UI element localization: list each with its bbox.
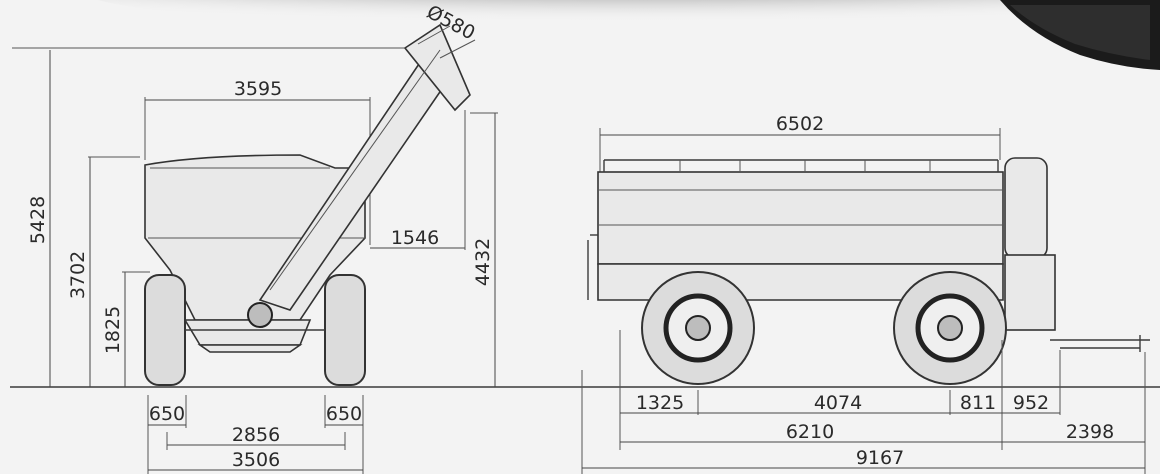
dim-auger-height: 4432	[472, 238, 494, 286]
dim-tyre-left: 650	[149, 403, 185, 425]
photo-shadow	[97, 0, 1160, 30]
dim-track-inner: 2856	[232, 424, 280, 446]
side-auger	[1004, 157, 1048, 259]
front-left-tyre	[144, 274, 186, 386]
side-view	[581, 128, 1150, 474]
dim-rear-hitch-b: 952	[1013, 392, 1049, 414]
front-view	[12, 23, 498, 474]
dim-hopper-length: 6502	[776, 113, 824, 135]
side-hopper	[597, 171, 1004, 265]
dim-rear-hitch-a: 811	[960, 392, 996, 414]
dim-overall-height: 5428	[27, 196, 49, 244]
dim-body-height: 3702	[67, 251, 89, 299]
dim-tyre-right: 650	[326, 403, 362, 425]
dim-auger-offset: 1546	[391, 227, 439, 249]
dim-front-overhang: 1325	[636, 392, 684, 414]
dim-track-overall: 3506	[232, 449, 280, 471]
dim-wheelbase: 4074	[814, 392, 862, 414]
dim-body-width: 3595	[234, 78, 282, 100]
tractor-track-corner	[1000, 0, 1160, 70]
dim-overall-length: 9167	[856, 447, 904, 469]
dim-drawbar-length: 2398	[1066, 421, 1114, 443]
front-right-tyre	[324, 274, 366, 386]
dim-frame-length: 6210	[786, 421, 834, 443]
dim-axle-height: 1825	[102, 306, 124, 354]
